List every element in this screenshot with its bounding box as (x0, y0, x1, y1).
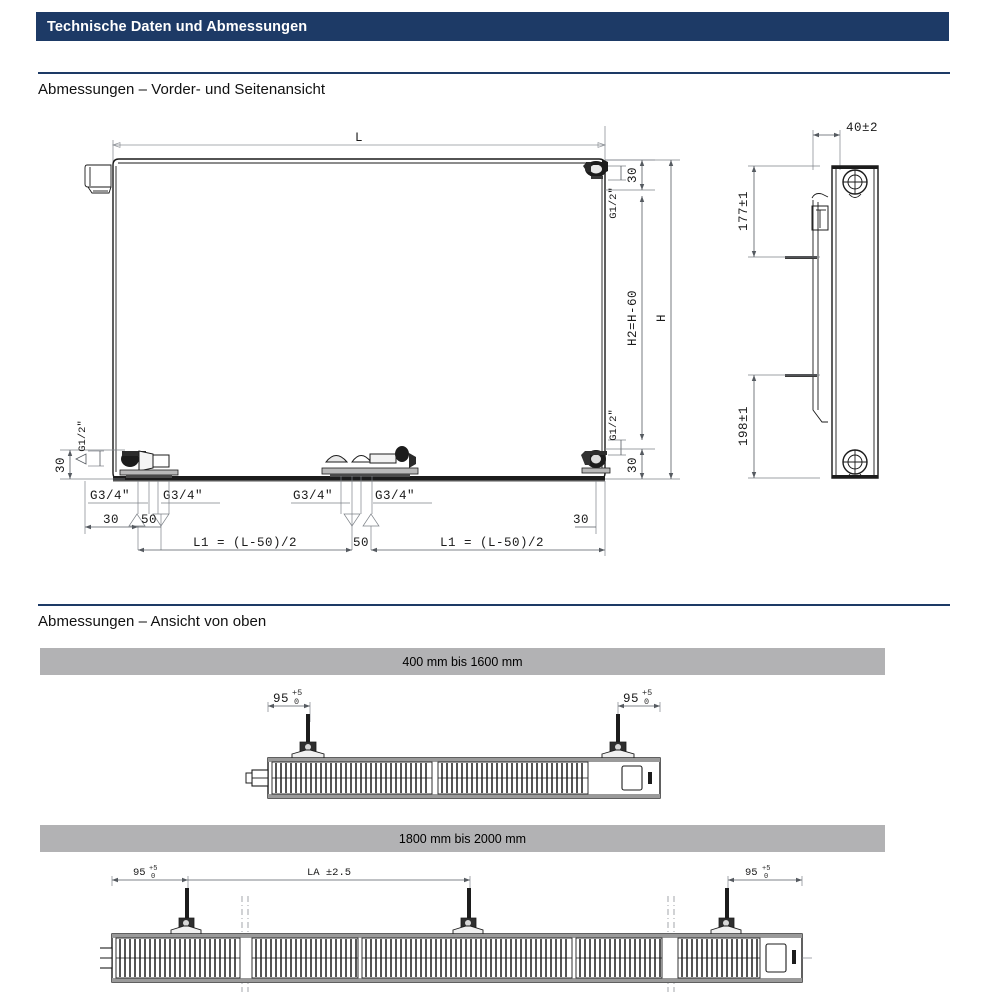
top-bracket-center-2 (452, 888, 484, 935)
top-bracket-right (601, 714, 635, 759)
page-title: Technische Daten und Abmessungen (47, 18, 308, 35)
bottom-right-valve (581, 450, 611, 474)
front-h-label: H (655, 314, 669, 322)
front-view-drawing: L 30 G1/2" H2=H-60 H (30, 110, 710, 560)
front-length-label: L (355, 131, 363, 145)
topview1-right-dim-minus: 0 (644, 697, 649, 707)
side-lower-bracket-label: 198±1 (737, 406, 751, 446)
section-top-view: Abmessungen – Ansicht von oben (38, 604, 950, 630)
front-span-right: L1 = (L-50)/2 (440, 536, 544, 550)
side-bottom-connector (842, 449, 868, 478)
front-span-left: L1 = (L-50)/2 (193, 536, 297, 550)
front-center-thread-2: G3/4" (375, 489, 415, 503)
convector-fins-c (361, 937, 573, 979)
center-bottom-valve (321, 446, 419, 477)
section-title-front-side: Abmessungen – Vorder- und Seitenansicht (38, 81, 326, 98)
topview1-left-dim-plus: +5 (292, 688, 302, 698)
front-left-thread-1: G3/4" (90, 489, 130, 503)
front-right-top-thread: G1/2" (608, 187, 620, 219)
side-depth-label: 40±2 (846, 121, 878, 135)
front-dim-30-right: 30 (573, 513, 589, 527)
convector-fins-b (251, 937, 359, 979)
topview2-center-dim: LA ±2.5 (307, 867, 351, 879)
topview1-right-dim-value: 95 (623, 692, 639, 706)
front-right-bottom-offset: 30 (626, 457, 640, 473)
convector-fins-a (115, 937, 241, 979)
front-h2-label: H2=H-60 (626, 290, 640, 346)
topview2-left-dim-plus: +5 (149, 865, 157, 873)
convector-fins-right (437, 761, 589, 795)
top-view-drawing-small: 95 +5 0 95 +5 0 (240, 676, 720, 806)
front-left-top-offset: 30 (54, 457, 68, 473)
front-center-thread-1: G3/4" (293, 489, 333, 503)
topview1-left-dim-value: 95 (273, 692, 289, 706)
size-band-label-2: 1800 mm bis 2000 mm (398, 831, 527, 846)
top-bracket-left (291, 714, 325, 759)
bottom-left-valve (119, 450, 179, 478)
section-title-top-view: Abmessungen – Ansicht von oben (38, 613, 267, 630)
top-view-drawing-large: 95 +5 0 LA ±2.5 95 +5 0 (100, 852, 890, 998)
convector-fins-d (575, 937, 663, 979)
size-band-1800-2000: 1800 mm bis 2000 mm (40, 825, 885, 852)
topview2-right-dim-value: 95 (745, 867, 758, 879)
convector-fins-left (271, 761, 433, 795)
topview2-left-dim-value: 95 (133, 867, 146, 879)
front-right-top-offset: 30 (626, 167, 640, 183)
size-band-400-1600: 400 mm bis 1600 mm (40, 648, 885, 675)
front-dim-50-center: 50 (353, 536, 369, 550)
front-left-thread-vertical: G1/2" (77, 420, 89, 452)
top-bracket-left-2 (170, 888, 202, 935)
size-band-label-1: 400 mm bis 1600 mm (402, 654, 523, 669)
front-right-bottom-thread: G1/2" (608, 409, 620, 441)
convector-fins-e (677, 937, 761, 979)
top-left-vent-detail (84, 164, 112, 194)
section-rule (38, 72, 950, 74)
top-right-valve (583, 159, 608, 179)
side-upper-bracket-label: 177±1 (737, 191, 751, 231)
side-top-connector (842, 169, 868, 198)
topview2-right-dim-minus: 0 (764, 873, 768, 881)
side-view-drawing: 40±2 177±1 198±1 (700, 110, 950, 510)
top-bracket-right-2 (710, 888, 742, 935)
topview1-left-dim-minus: 0 (294, 697, 299, 707)
topview1-right-dim-plus: +5 (642, 688, 652, 698)
front-dim-30: 30 (103, 513, 119, 527)
front-dim-50-left: 50 (141, 513, 157, 527)
front-left-thread-2: G3/4" (163, 489, 203, 503)
topview2-right-dim-plus: +5 (762, 865, 770, 873)
page-header-bar: Technische Daten und Abmessungen (36, 12, 949, 41)
section-front-side-view: Abmessungen – Vorder- und Seitenansicht (38, 72, 950, 98)
section-rule-2 (38, 604, 950, 606)
topview2-left-dim-minus: 0 (151, 873, 155, 881)
